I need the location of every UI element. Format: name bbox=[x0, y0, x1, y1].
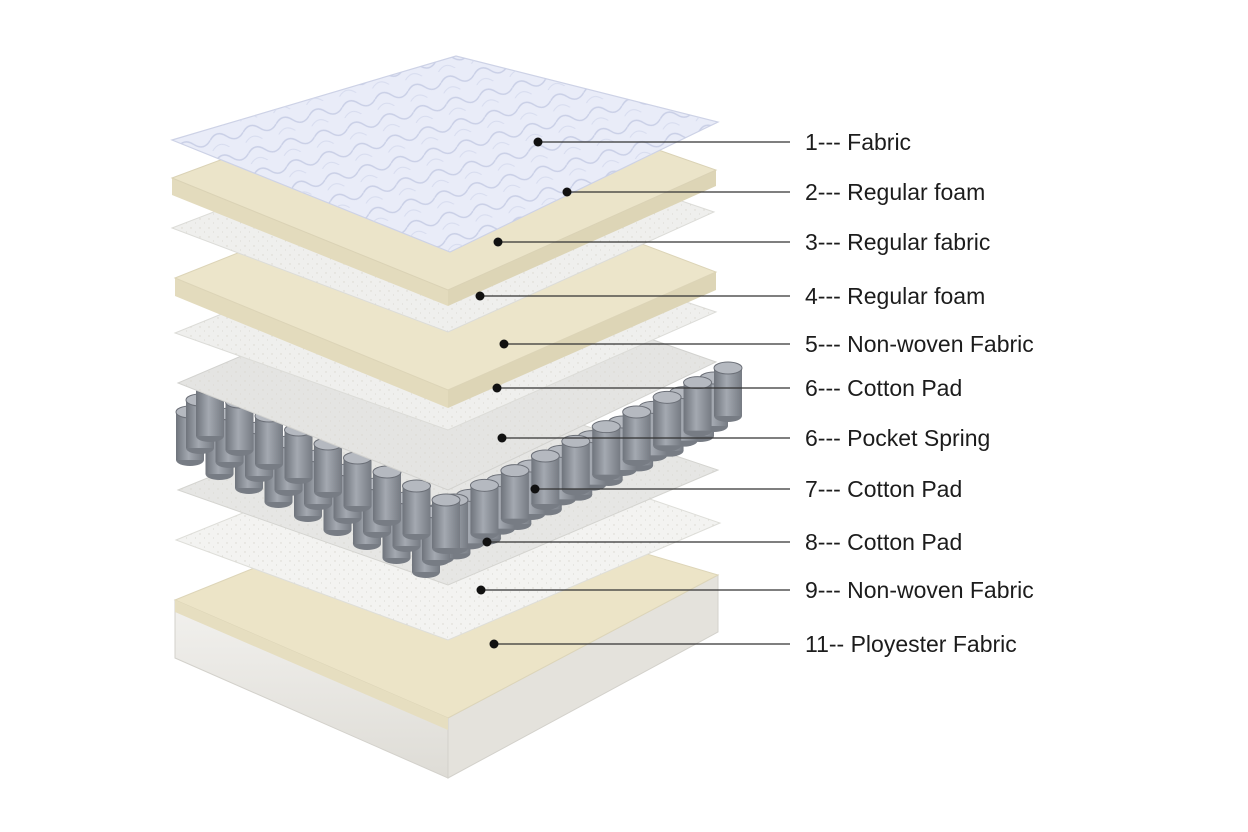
spring-coil bbox=[372, 465, 402, 526]
callout-group: 1--- Fabric 2--- Regular foam 3--- Regular… bbox=[475, 129, 1034, 657]
anchor-dot bbox=[475, 291, 485, 301]
anchor-dot bbox=[533, 137, 543, 147]
pocket-spring-grid bbox=[175, 361, 743, 578]
anchor-dot bbox=[562, 187, 572, 197]
quilted-fabric-1 bbox=[170, 55, 720, 253]
spring-coil bbox=[561, 434, 591, 496]
anchor-dot bbox=[530, 484, 540, 494]
anchor-dot bbox=[499, 339, 509, 349]
spring-coil bbox=[683, 376, 713, 437]
spring-coil bbox=[313, 437, 343, 498]
anchor-dot bbox=[482, 537, 492, 547]
layer-label: 6--- Pocket Spring bbox=[805, 425, 990, 451]
spring-coil bbox=[469, 478, 499, 540]
layer-label: 9--- Non-woven Fabric bbox=[805, 577, 1034, 603]
layer-label: 3--- Regular fabric bbox=[805, 229, 990, 255]
layer-label: 6--- Cotton Pad bbox=[805, 375, 962, 401]
spring-coil bbox=[530, 449, 560, 510]
spring-coil bbox=[622, 405, 652, 466]
spring-coil bbox=[500, 464, 530, 525]
layer-label: 11-- Ployester Fabric bbox=[805, 631, 1017, 657]
spring-coil bbox=[652, 390, 682, 452]
spring-coil bbox=[431, 493, 461, 554]
anchor-dot bbox=[476, 585, 486, 595]
spring-coil bbox=[343, 451, 372, 512]
layer-label: 5--- Non-woven Fabric bbox=[805, 331, 1034, 357]
layer-label: 7--- Cotton Pad bbox=[805, 476, 962, 502]
layer-label: 1--- Fabric bbox=[805, 129, 911, 155]
layer-label: 8--- Cotton Pad bbox=[805, 529, 962, 555]
spring-coil bbox=[713, 361, 743, 422]
anchor-dot bbox=[493, 237, 503, 247]
anchor-dot bbox=[489, 639, 499, 649]
anchor-dot bbox=[497, 433, 507, 443]
layer-label: 2--- Regular foam bbox=[805, 179, 985, 205]
spring-coil bbox=[591, 420, 621, 481]
anchor-dot bbox=[492, 383, 502, 393]
layer-label: 4--- Regular foam bbox=[805, 283, 985, 309]
spring-coil bbox=[402, 479, 431, 540]
